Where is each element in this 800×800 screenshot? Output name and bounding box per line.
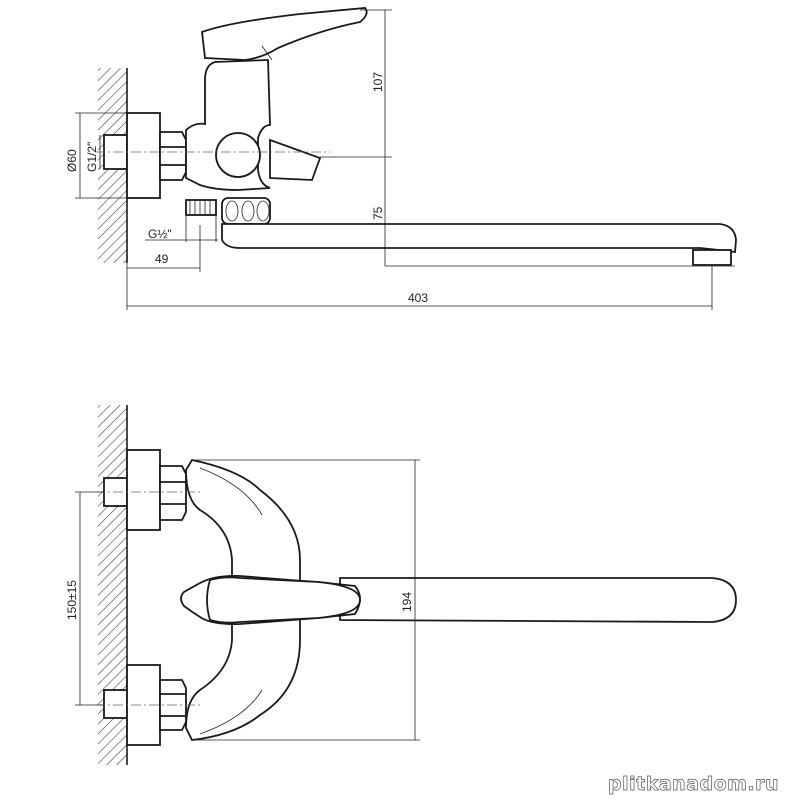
spout-top	[339, 577, 737, 623]
dim-spout-height: 75	[371, 206, 385, 220]
lever-handle	[201, 7, 368, 61]
diverter	[269, 138, 322, 181]
shower-thread	[185, 199, 217, 216]
wall-flange	[126, 112, 161, 199]
watermark: plitkanadom.ru	[608, 773, 779, 795]
dim-inlet-spacing: 150±15	[65, 580, 79, 620]
dim-flange-diameter: Ø60	[65, 149, 79, 172]
dimension-lines-top	[75, 459, 420, 741]
dim-total-length: 403	[408, 291, 428, 305]
dim-handle-height: 107	[371, 72, 385, 92]
side-view: Ø60 G1/2" 107 75 G½" 49 403	[65, 7, 737, 310]
hex-nut	[159, 131, 187, 181]
dim-shower-thread: G½"	[148, 227, 172, 241]
spout	[221, 223, 737, 254]
dimension-lines	[75, 9, 735, 310]
dim-inlet-thread: G1/2"	[85, 142, 99, 172]
dim-body-width: 194	[400, 592, 414, 612]
cartridge-circle	[215, 132, 261, 178]
aerator	[692, 249, 732, 266]
top-view: 150±15 194	[65, 405, 737, 765]
dim-wall-offset: 49	[155, 252, 169, 266]
